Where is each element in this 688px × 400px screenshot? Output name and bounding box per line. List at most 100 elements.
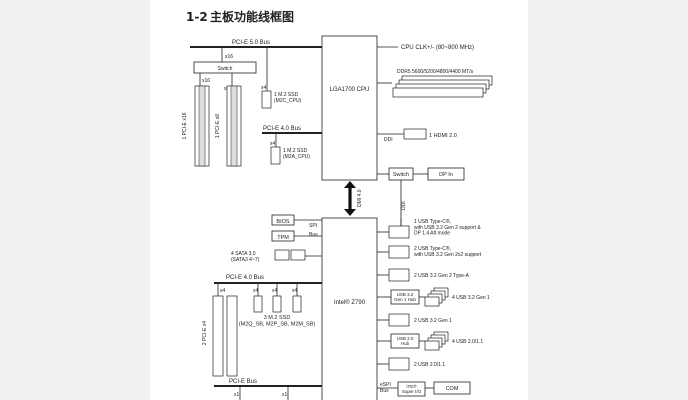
sata-line-2: (SATA3 4~7): [231, 257, 260, 263]
viewer-left-margin: [0, 0, 150, 400]
pch-pcie4-bus-label: PCI-E 4.0 Bus: [226, 275, 264, 281]
x1-b-label: x1: [282, 392, 288, 398]
usb-g1a-port-1: [424, 296, 440, 307]
dmi-arrow-down: [344, 209, 356, 216]
x4-d-label: x4: [292, 288, 298, 294]
cpu-block: [321, 35, 378, 181]
m2-sb-slot-2: [272, 295, 282, 313]
com-box: [433, 381, 471, 395]
usb-20-direct: 2 USB 2.0/1.1: [377, 357, 445, 371]
dp-in-box: [427, 167, 465, 181]
m2-sb-slot-3: [292, 295, 302, 313]
m2-sb-label: 3 M.2 SSD(M2Q_SB, M2P_SB, M2M_SB): [239, 315, 316, 327]
usb-20b-port: [388, 357, 410, 371]
espi-line-2: Bus: [380, 388, 389, 394]
hdmi-label: 1 HDMI 2.0: [429, 133, 457, 139]
usb-g1b-port: [388, 313, 410, 327]
chipset-label: Intel® Z790: [334, 299, 366, 306]
ddi-1-label: DDI: [384, 137, 393, 143]
usb-20a-label: 4 USB 2.0/1.1: [452, 339, 483, 345]
superio-label: iTE®Super I/O: [402, 383, 422, 394]
bios-label: BIOS: [276, 219, 289, 225]
pcie-switch-label: Switch: [218, 66, 233, 72]
section-title: 主板功能线框图: [210, 9, 294, 24]
display-switch-label: Switch: [393, 172, 409, 178]
dp-in-label: DP In: [439, 172, 453, 178]
usb_hub2-line-2: Hub: [401, 341, 410, 346]
slot-x16-label: 1 PCI-E x16: [182, 112, 188, 139]
usb_c2-line-2: with USB 3.2 Gen 2x2 support: [414, 252, 482, 258]
usb-c2-port: [388, 245, 410, 259]
x1-a-label: x1: [234, 392, 240, 398]
spi-bus-label: Bus: [309, 232, 318, 238]
usb-type-c-1: 1 USB Type-C®,with USB 3.2 Gen 2 support…: [377, 218, 481, 239]
pcie-switch: [193, 61, 257, 74]
pch-pcie-bus-label: PCI-E Bus: [229, 379, 257, 385]
dmi-label: DMI 4.0: [357, 189, 363, 207]
section-number: 1-2: [186, 10, 208, 24]
x16-top-label: x16: [225, 54, 233, 60]
sata-port-a: [274, 249, 290, 261]
cpu-clk-label: CPU CLK+/- (80~800 MHz): [401, 45, 474, 51]
usb-c2-label: 2 USB Type-C®,with USB 3.2 Gen 2x2 suppo…: [414, 245, 482, 258]
chipset-block: [321, 217, 378, 400]
m2a-cpu-label: 1 M.2 SSD(M2A_CPU): [283, 148, 310, 160]
x4-c-label: x4: [272, 288, 278, 294]
cpu-label: LGA1700 CPU: [330, 87, 370, 93]
usb-c1-port: [388, 225, 410, 239]
usb-gen2-type-a: 2 USB 3.2 Gen 2 Type-A: [377, 268, 470, 282]
ddr5-dimm-1: [392, 87, 484, 98]
slot-x8-label: 1 PCI-E x8: [215, 114, 221, 138]
m2_cpu-line-2: (M2C_CPU): [274, 98, 302, 104]
spi-label: SPI: [309, 223, 317, 229]
pcie-x8-slot-inner: [230, 85, 238, 167]
pcie-x4-slot-a: [212, 295, 224, 377]
hdmi-port: [403, 128, 427, 140]
usb_hub1-line-2: Gen 1 Hub: [394, 297, 416, 302]
usb-c1-label: 1 USB Type-C®,with USB 3.2 Gen 2 support…: [414, 218, 481, 237]
dmi-arrow-up: [344, 181, 356, 188]
com-label: COM: [446, 386, 459, 392]
usb_c1-line-3: DP 1.4 Alt mode: [414, 231, 450, 237]
usb-type-c-2: 2 USB Type-C®,with USB 3.2 Gen 2x2 suppo…: [377, 245, 482, 259]
superio-box: [397, 381, 426, 397]
x16-left-label: x16: [202, 78, 210, 84]
superio-line-2: Super I/O: [402, 389, 422, 394]
usb_c1-line-2: with USB 3.2 Gen 2 support &: [414, 225, 481, 231]
usb-g1a-label: 4 USB 3.2 Gen 1: [452, 295, 490, 301]
usb-gen1-direct: 2 USB 3.2 Gen 1: [377, 313, 452, 327]
viewer-right-margin: [528, 0, 688, 400]
ddr5-label: DDR5 5600/5200/4800/4400 MT/s: [397, 69, 474, 75]
pcie-x16-slot-inner: [198, 85, 206, 167]
m2-cpu-label: 1 M.2 SSD(M2C_CPU): [274, 92, 302, 104]
pcie5-bus-label: PCI-E 5.0 Bus: [232, 40, 270, 46]
m2a-cpu-slot: [270, 146, 281, 165]
x4-b-label: x4: [253, 288, 259, 294]
usb-g2a-port: [388, 268, 410, 282]
cpu-pcie4-bus-label: PCI-E 4.0 Bus: [263, 126, 301, 132]
ddi-2-label: DDI: [401, 201, 407, 210]
slot-x4-label: 2 PCI-E x4: [202, 321, 208, 345]
x4-mid-label: x4: [270, 141, 276, 147]
m2_cpu_a-line-2: (M2A_CPU): [283, 154, 310, 160]
m2_sb-line-2: (M2Q_SB, M2P_SB, M2M_SB): [239, 321, 316, 327]
usb-20b-label: 2 USB 2.0/1.1: [414, 362, 445, 368]
x4-top-label: x4: [261, 85, 267, 91]
sata-port-b: [290, 249, 306, 261]
m2-cpu-slot: [261, 90, 272, 109]
pcie-x4-slot-b: [226, 295, 238, 377]
usb-g2a-label: 2 USB 3.2 Gen 2 Type-A: [414, 273, 470, 279]
m2-sb-slot-1: [253, 295, 263, 313]
sata-label-1: 4 SATA 3.0(SATA3 4~7): [231, 251, 260, 263]
usb-20a-port-1: [424, 340, 440, 351]
usb-g1b-label: 2 USB 3.2 Gen 1: [414, 318, 452, 324]
tpm-label: TPM: [277, 235, 289, 241]
x4-a-label: x4: [220, 288, 226, 294]
